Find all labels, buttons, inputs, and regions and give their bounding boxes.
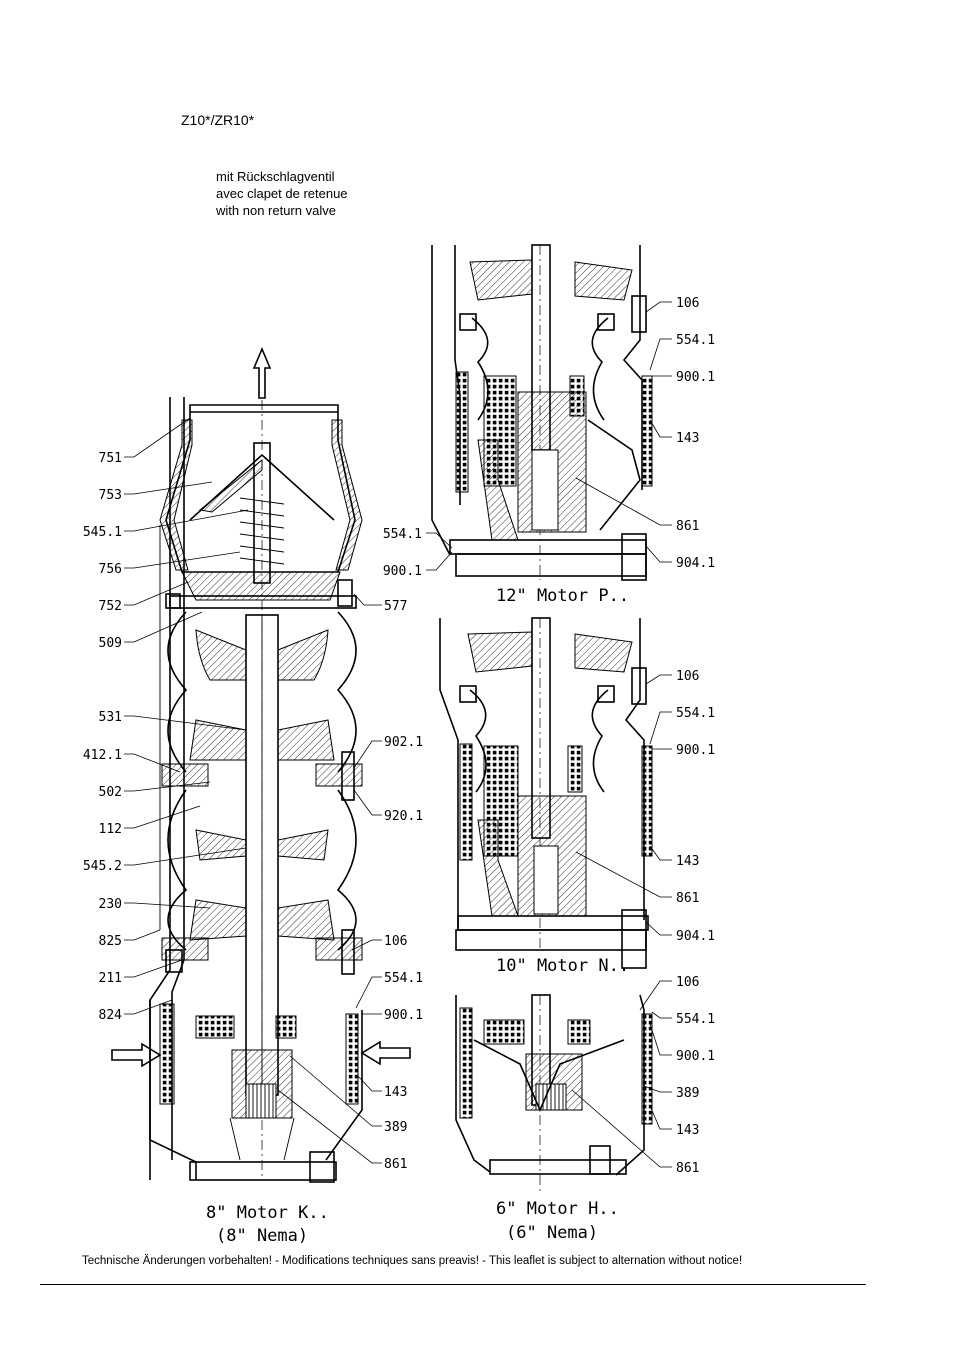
part-label: 143 (676, 431, 699, 446)
valve-line-en: with non return valve (216, 203, 336, 218)
motor-caption: 6" Motor H.. (496, 1199, 619, 1219)
part-label: 545.2 (83, 859, 122, 874)
motor-caption: 12" Motor P.. (496, 586, 629, 606)
part-label: 554.1 (676, 706, 715, 721)
motor-caption: 8" Motor K.. (206, 1203, 329, 1223)
discharge-arrow-icon (252, 346, 272, 399)
part-label: 545.1 (83, 525, 122, 540)
legal-notice: Technische Änderungen vorbehalten! - Mod… (82, 1255, 743, 1267)
main-view-leaders (124, 417, 382, 1164)
view-6in-labels: 106 554.1 900.1 389 143 861 6" Motor H..… (496, 975, 715, 1243)
part-label: 230 (99, 897, 122, 912)
part-label: 554.1 (384, 971, 423, 986)
part-label: 861 (676, 891, 699, 906)
part-label: 900.1 (384, 1008, 423, 1023)
main-view-8in (111, 346, 411, 1183)
part-label: 554.1 (676, 333, 715, 348)
part-label: 900.1 (676, 370, 715, 385)
part-label: 412.1 (83, 748, 122, 763)
model-designation: Z10*/ZR10* (181, 112, 255, 128)
main-view-labels: 751 753 545.1 756 752 509 531 412.1 502 … (83, 451, 423, 1246)
part-label: 861 (676, 1161, 699, 1176)
part-label: 112 (99, 822, 122, 837)
valve-line-fr: avec clapet de retenue (216, 186, 348, 201)
motor-caption-nema: (6" Nema) (506, 1223, 598, 1243)
part-label: 904.1 (676, 929, 715, 944)
footer-divider (40, 1284, 866, 1285)
part-label: 825 (99, 934, 122, 949)
part-label: 902.1 (384, 735, 423, 750)
view-10in-labels: 106 554.1 900.1 143 861 904.1 10" Motor … (496, 669, 715, 976)
part-label: 143 (676, 1123, 699, 1138)
part-label: 900.1 (383, 564, 422, 579)
part-label: 753 (99, 488, 122, 503)
part-label: 143 (676, 854, 699, 869)
part-label: 106 (384, 934, 407, 949)
view-12in-labels: 554.1 900.1 106 554.1 900.1 143 861 904.… (383, 296, 715, 606)
view-12in-motor (426, 244, 672, 581)
part-label: 920.1 (384, 809, 423, 824)
part-label: 106 (676, 975, 699, 990)
part-label: 554.1 (383, 527, 422, 542)
part-label: 106 (676, 296, 699, 311)
part-label: 904.1 (676, 556, 715, 571)
part-label: 211 (99, 971, 122, 986)
part-label: 861 (676, 519, 699, 534)
part-label: 900.1 (676, 1049, 715, 1064)
part-label: 756 (99, 562, 122, 577)
part-label: 143 (384, 1085, 407, 1100)
valve-description: mit Rückschlagventil avec clapet de rete… (216, 168, 348, 219)
part-label: 509 (99, 636, 122, 651)
part-label: 531 (99, 710, 122, 725)
part-label: 106 (676, 669, 699, 684)
part-label: 389 (384, 1120, 407, 1135)
inlet-arrow-left-icon (111, 1042, 162, 1068)
motor-caption-nema: (8" Nema) (216, 1226, 308, 1246)
pump-stages (161, 611, 363, 975)
view-10in-motor (439, 617, 672, 969)
part-label: 824 (99, 1008, 123, 1023)
view-6in-motor (455, 980, 672, 1195)
inlet-arrow-right-icon (360, 1040, 411, 1066)
valve-line-de: mit Rückschlagventil (216, 169, 335, 184)
motor-caption: 10" Motor N.. (496, 956, 629, 976)
part-label: 554.1 (676, 1012, 715, 1027)
part-label: 389 (676, 1086, 699, 1101)
part-label: 752 (99, 599, 122, 614)
part-label: 900.1 (676, 743, 715, 758)
part-label: 751 (99, 451, 122, 466)
part-label: 502 (99, 785, 122, 800)
part-label: 577 (384, 599, 407, 614)
part-label: 861 (384, 1157, 407, 1172)
